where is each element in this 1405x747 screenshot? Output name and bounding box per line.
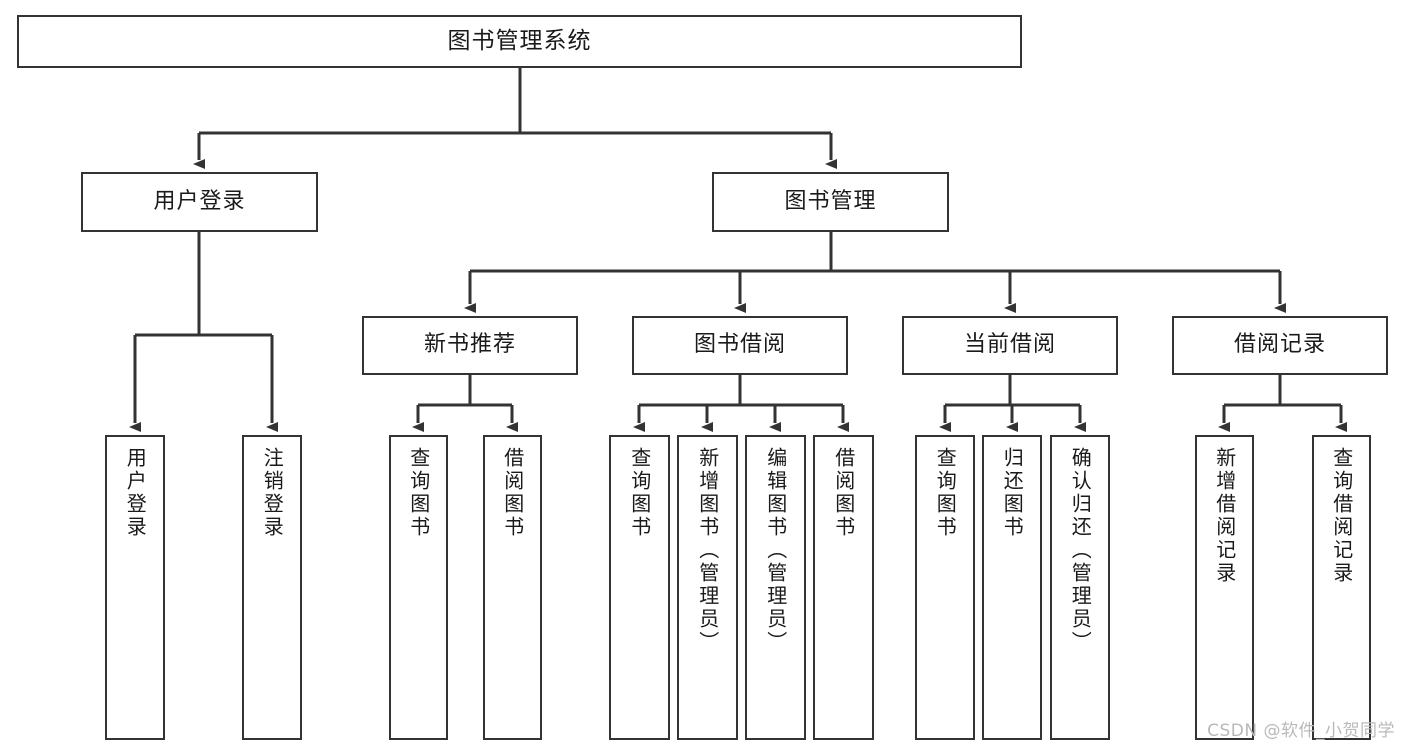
- leaf-logout[interactable]: 注销登录: [242, 435, 302, 740]
- leaf-edit-book-admin[interactable]: 编辑图书（管理员）: [745, 435, 806, 740]
- node-borrow-record[interactable]: 借阅记录: [1172, 316, 1388, 375]
- node-label: 图书借阅: [693, 332, 786, 358]
- node-book-borrow[interactable]: 图书借阅: [632, 316, 848, 375]
- node-new-book-recommend[interactable]: 新书推荐: [362, 316, 578, 375]
- leaf-new-book-borrow[interactable]: 借阅图书: [483, 435, 542, 740]
- node-label: 注销登录: [260, 447, 285, 539]
- leaf-current-query-book[interactable]: 查询图书: [915, 435, 975, 740]
- node-label: 编辑图书（管理员）: [763, 447, 788, 654]
- node-label: 新增借阅记录: [1212, 447, 1237, 585]
- leaf-add-borrow-record[interactable]: 新增借阅记录: [1195, 435, 1254, 740]
- node-label: 图书管理: [784, 188, 877, 214]
- node-current-borrow[interactable]: 当前借阅: [902, 316, 1118, 375]
- node-label: 用户登录: [153, 188, 246, 214]
- node-book-management[interactable]: 图书管理: [712, 172, 949, 232]
- node-label: 借阅图书: [500, 447, 525, 539]
- node-root-book-management-system[interactable]: 图书管理系统: [17, 15, 1022, 68]
- leaf-query-borrow-record[interactable]: 查询借阅记录: [1312, 435, 1371, 740]
- node-label: 查询借阅记录: [1329, 447, 1354, 585]
- node-label: 当前借阅: [963, 332, 1056, 358]
- leaf-new-book-query[interactable]: 查询图书: [389, 435, 448, 740]
- node-label: 查询图书: [933, 447, 958, 539]
- node-label: 新增图书（管理员）: [695, 447, 720, 654]
- leaf-borrow-query-book[interactable]: 查询图书: [609, 435, 670, 740]
- leaf-confirm-return-admin[interactable]: 确认归还（管理员）: [1050, 435, 1110, 740]
- leaf-return-book[interactable]: 归还图书: [982, 435, 1042, 740]
- node-label: 图书管理系统: [447, 27, 592, 54]
- node-label: 确认归还（管理员）: [1068, 447, 1093, 654]
- node-label: 归还图书: [1000, 447, 1025, 539]
- node-label: 新书推荐: [423, 332, 516, 358]
- node-label: 借阅图书: [831, 447, 856, 539]
- node-label: 用户登录: [123, 447, 148, 539]
- node-label: 借阅记录: [1233, 332, 1326, 358]
- watermark: CSDN @软件_小贺同学: [1207, 721, 1395, 741]
- node-label: 查询图书: [627, 447, 652, 539]
- leaf-add-book-admin[interactable]: 新增图书（管理员）: [677, 435, 738, 740]
- node-user-login[interactable]: 用户登录: [81, 172, 318, 232]
- node-label: 查询图书: [406, 447, 431, 539]
- leaf-user-login[interactable]: 用户登录: [105, 435, 165, 740]
- leaf-borrow-book[interactable]: 借阅图书: [813, 435, 874, 740]
